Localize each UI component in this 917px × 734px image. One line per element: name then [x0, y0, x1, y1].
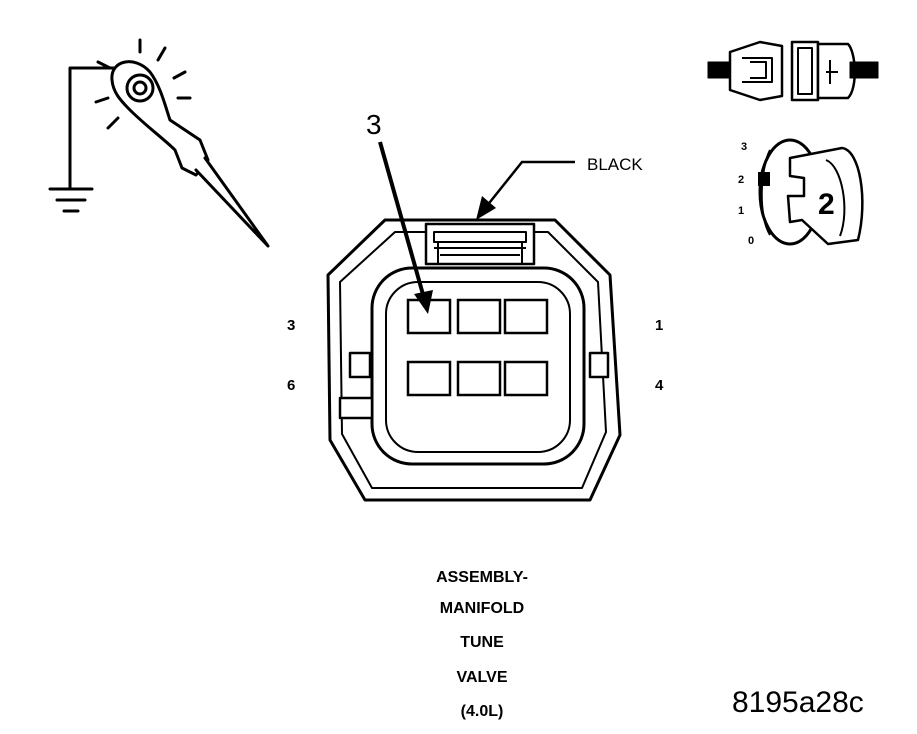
cavity-1	[503, 298, 549, 335]
black-leader-arrow	[476, 160, 575, 220]
pin-label-top-right: 1	[655, 317, 663, 334]
connector-face	[326, 218, 622, 502]
pin-label-bottom-left: 6	[287, 377, 295, 394]
disconnected-connector-icon	[707, 40, 879, 102]
ground-symbol-icon	[48, 187, 94, 213]
terminal-callout-arrow	[378, 141, 433, 314]
pin-label-top-left: 3	[287, 317, 295, 334]
cavity-5	[456, 360, 502, 397]
black-label: BLACK	[587, 155, 643, 174]
ignition-pos-1: 1	[738, 205, 744, 217]
test-light-probe-icon	[68, 38, 270, 248]
terminal-cavities	[406, 298, 549, 397]
ignition-pos-0: 0	[748, 235, 754, 247]
ignition-key-position: 2	[818, 188, 835, 221]
caption-line: TUNE	[460, 634, 504, 651]
pin-label-bottom-right: 4	[655, 377, 664, 394]
cavity-6	[406, 360, 452, 397]
terminal-callout-label: 3	[366, 109, 382, 140]
cavity-2	[456, 298, 502, 335]
caption-line: VALVE	[457, 669, 508, 686]
component-caption: ASSEMBLY- MANIFOLD TUNE VALVE (4.0L)	[436, 569, 528, 720]
cavity-4	[503, 360, 549, 397]
reference-code: 8195a28c	[732, 686, 864, 719]
ignition-pos-2: 2	[738, 174, 744, 186]
caption-line: (4.0L)	[461, 703, 504, 720]
caption-line: ASSEMBLY-	[436, 569, 528, 586]
caption-line: MANIFOLD	[440, 600, 524, 617]
ignition-key-icon	[758, 138, 864, 246]
ignition-pos-3: 3	[741, 141, 747, 153]
